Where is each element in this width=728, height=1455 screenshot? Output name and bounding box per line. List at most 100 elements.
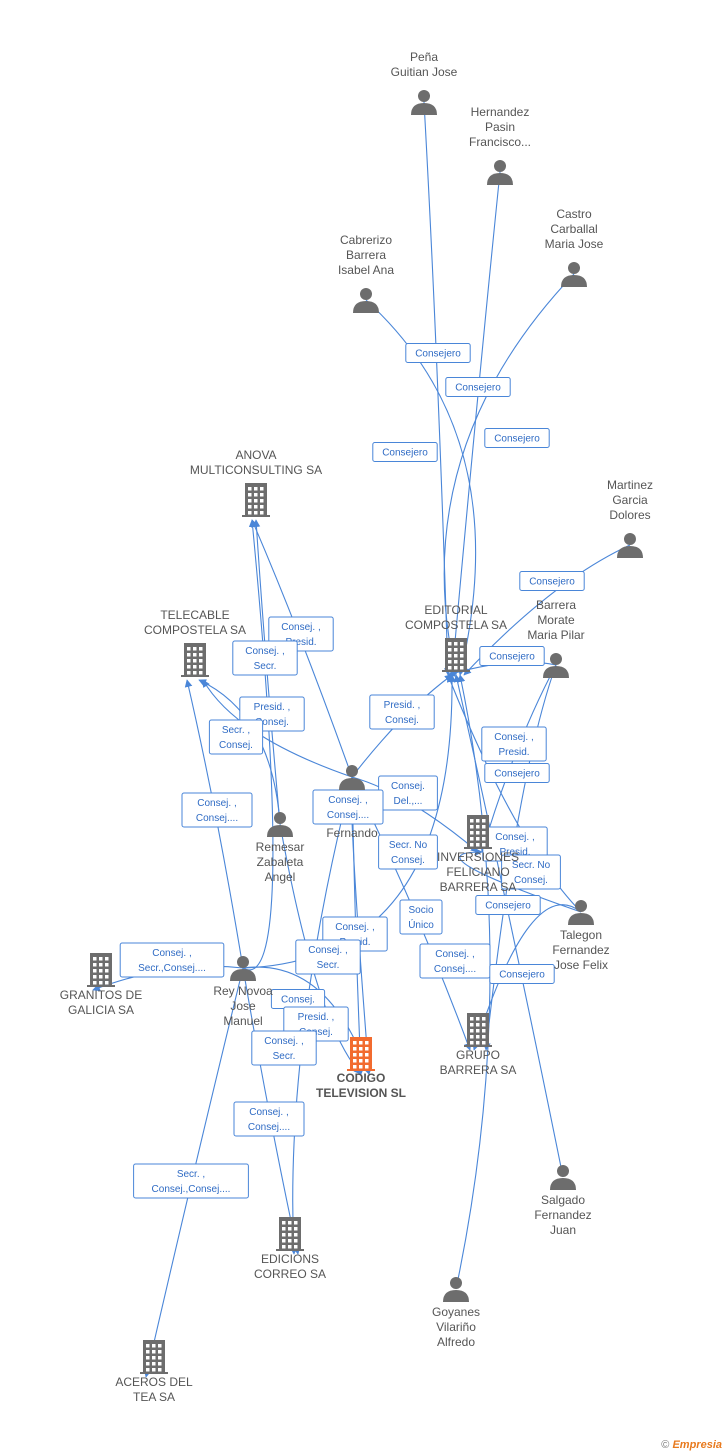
relationship-label[interactable]: Presid. ,Consej. [369,694,435,730]
person-body [561,275,587,287]
relationship-edge [443,273,575,676]
relationship-label[interactable]: Consej. ,Presid. [481,726,547,762]
building-window [482,825,486,829]
relationship-label-box [489,964,555,984]
node-label: Cabrerizo [340,233,392,247]
building-window [105,969,109,973]
relationship-label[interactable]: Consejero [484,428,550,448]
node-label: EDITORIAL [424,603,487,617]
building-window [288,1239,292,1243]
person-body [543,666,569,678]
relationship-label[interactable]: Consejero [489,964,555,984]
relationship-label[interactable]: Consej. ,Secr. [232,640,298,676]
relationship-label-text: Consejero [494,769,540,780]
relationship-label-text: Consej. , [281,622,320,633]
relationship-label-box [295,939,361,975]
building-window [199,647,203,651]
relationship-label-text: Consej. , [245,646,284,657]
building-window [105,963,109,967]
node-label: Maria Jose [545,237,604,251]
building-window [260,493,264,497]
relationship-label[interactable]: Consejero [405,343,471,363]
building-window [294,1233,298,1237]
person-head [360,288,372,300]
building-window [187,653,191,657]
relationship-label[interactable]: Consejero [372,442,438,462]
relationship-label[interactable]: Consej. ,Consej.... [312,789,384,825]
building-window [476,1029,480,1033]
relationship-label-text: Consej.... [248,1122,290,1133]
relationship-label[interactable]: Consejero [484,763,550,783]
person-head [494,160,506,172]
building-window [288,1221,292,1225]
relationship-label[interactable]: Consej. [270,989,326,1009]
relationship-label[interactable]: Consejero [445,377,511,397]
building-window [294,1221,298,1225]
building-window [99,963,103,967]
building-base [140,1372,168,1374]
building-window [359,1059,363,1063]
node-fernando[interactable]: Fernando [326,765,378,840]
relationship-label[interactable]: Consejero [519,571,585,591]
relationship-label-text: Consej. , [249,1107,288,1118]
relationship-label[interactable]: Secr. ,Consej.,Consej.... [133,1163,249,1199]
node-hernandez[interactable]: HernandezPasinFrancisco... [469,105,531,185]
node-label: Jose Felix [554,958,608,972]
relationship-label[interactable]: Consej. ,Consej.... [419,943,491,979]
relationship-label-text: Consejero [499,970,545,981]
node-label: TEA SA [133,1390,175,1404]
relationship-label[interactable]: Consej. ,Secr.,Consej.... [119,942,225,978]
node-label: GRUPO [456,1048,500,1062]
person-icon [339,765,365,790]
person-icon [411,90,437,115]
relationship-label[interactable]: Consej. , Consej.... [233,1101,305,1137]
relationship-label-text: Secr. No [512,860,551,871]
relationship-label[interactable]: Consej. ,Secr. [295,939,361,975]
relationship-label[interactable]: Consej. ,Secr. [251,1030,317,1066]
building-window [146,1350,150,1354]
relationship-label[interactable]: Consej. ,Consej.... [181,792,253,828]
building-icon [181,643,209,677]
relationship-label[interactable]: Consejero [479,646,545,666]
building-window [470,825,474,829]
relationship-edge [459,848,582,913]
building-window [460,642,464,646]
relationship-label[interactable]: Secr. ,Consej. [208,719,264,755]
building-base [347,1069,375,1071]
building-base [276,1249,304,1251]
node-label: TELEVISION SL [316,1086,406,1100]
person-icon [561,262,587,287]
relationship-label[interactable]: Consejero [475,895,541,915]
node-label: Morate [537,613,575,627]
relationship-label[interactable]: Consej.Del.,... [378,775,438,811]
building-window [470,1023,474,1027]
relationship-label-text: Consejero [382,448,428,459]
building-window [93,969,97,973]
relationship-label-text: Presid. [498,747,529,758]
building-window [454,654,458,658]
building-window [146,1362,150,1366]
relationship-label-box [405,343,471,363]
